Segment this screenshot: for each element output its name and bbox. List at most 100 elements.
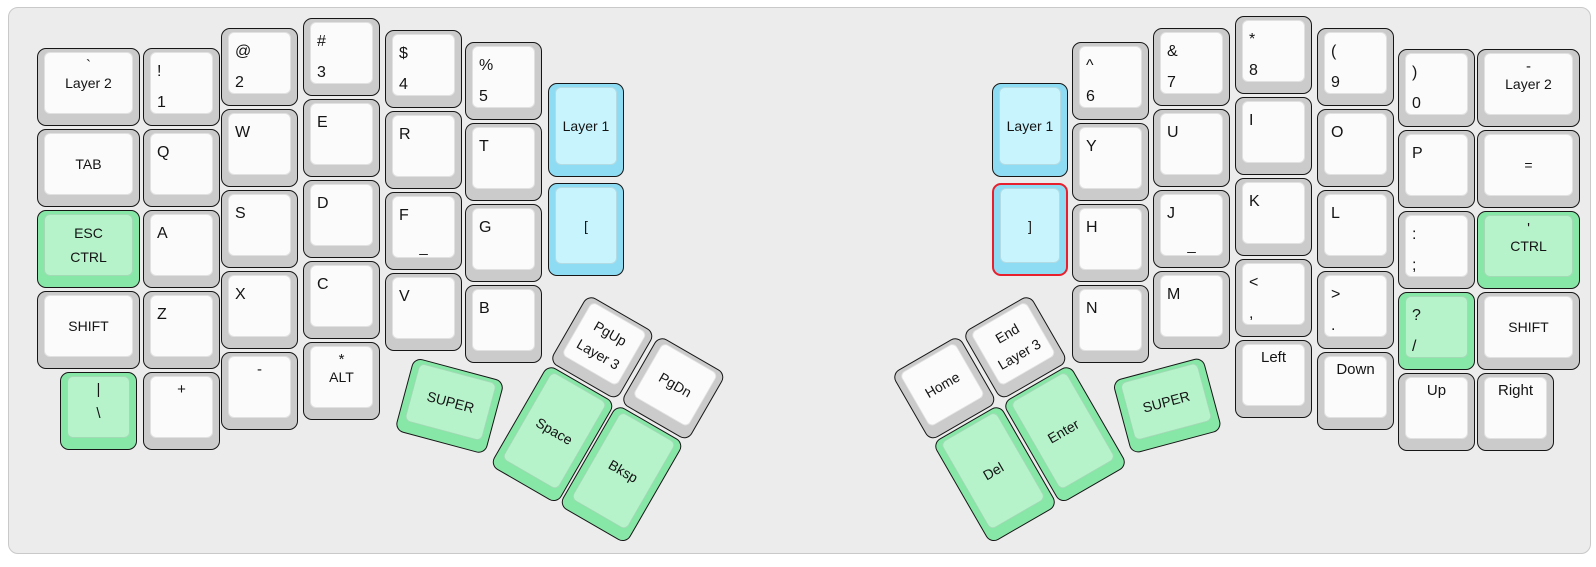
key-label-block: C: [317, 269, 329, 300]
key-j[interactable]: J_: [1153, 190, 1230, 268]
key-label: %: [479, 57, 494, 74]
key-d[interactable]: D: [303, 180, 380, 258]
keycap-top: [392, 115, 455, 177]
keycap-top: [310, 346, 373, 408]
key-caret-6[interactable]: ^6: [1072, 42, 1149, 120]
key-n[interactable]: N: [1072, 285, 1149, 363]
key-amp-7[interactable]: &7: [1153, 28, 1230, 106]
key-grave-layer2[interactable]: `Layer 2: [37, 48, 140, 126]
key-label-block: M: [1167, 279, 1180, 310]
keycap-top: [999, 87, 1061, 165]
key-label: Bksp: [606, 455, 642, 486]
key-f[interactable]: F_: [385, 192, 462, 270]
key-label: _: [419, 239, 428, 256]
key-b[interactable]: B: [465, 285, 542, 363]
key-i[interactable]: I: [1235, 97, 1312, 175]
keycap-top: [228, 275, 291, 337]
key-o[interactable]: O: [1317, 109, 1394, 187]
key-pipe-backslash[interactable]: |\: [60, 372, 137, 450]
key-label: Left: [1260, 349, 1287, 366]
key-label: 9: [1331, 74, 1340, 91]
key-ast-alt[interactable]: *ALT: [303, 342, 380, 420]
key-label-block: X: [235, 279, 246, 310]
key-h[interactable]: H: [1072, 204, 1149, 282]
key-dollar-4[interactable]: $4: [385, 30, 462, 108]
key-colon-semicolon[interactable]: :;: [1398, 211, 1475, 289]
key-label: Q: [157, 144, 170, 161]
key-tab[interactable]: TAB: [37, 129, 140, 207]
key-v[interactable]: V: [385, 273, 462, 351]
key-layer1-right[interactable]: Layer 1: [992, 83, 1068, 177]
key-paren-0[interactable]: )0: [1398, 49, 1475, 127]
key-u[interactable]: U: [1153, 109, 1230, 187]
keycap-top: [1484, 215, 1573, 277]
key-label-block: P: [1412, 138, 1423, 169]
key-hash-3[interactable]: #3: [303, 18, 380, 96]
keycap-top: [1405, 215, 1468, 277]
key-z[interactable]: Z: [143, 291, 220, 369]
key-c[interactable]: C: [303, 261, 380, 339]
key-shift-left[interactable]: SHIFT: [37, 291, 140, 369]
key-x[interactable]: X: [221, 271, 298, 349]
key-label: 3: [317, 64, 326, 81]
key-g[interactable]: G: [465, 204, 542, 282]
key-label: ^: [1086, 57, 1094, 74]
key-s[interactable]: S: [221, 190, 298, 268]
key-label-block: ': [1478, 217, 1579, 241]
key-percent-5[interactable]: %5: [465, 42, 542, 120]
key-label-block: !1: [157, 56, 166, 118]
key-r[interactable]: R: [385, 111, 462, 189]
key-t[interactable]: T: [465, 123, 542, 201]
key-label-block: ]: [1000, 188, 1060, 263]
key-label-block: S: [235, 198, 246, 229]
key-rbracket[interactable]: ]: [992, 183, 1068, 276]
key-plus[interactable]: +: [143, 372, 220, 450]
key-shift-right[interactable]: SHIFT: [1477, 292, 1580, 370]
key-minus[interactable]: -: [221, 352, 298, 430]
key-ast-8[interactable]: *8: [1235, 16, 1312, 94]
key-label: [: [584, 217, 588, 234]
key-at-2[interactable]: @2: [221, 28, 298, 106]
key-question-slash[interactable]: ?/: [1398, 292, 1475, 370]
key-l[interactable]: L: [1317, 190, 1394, 268]
key-quote-ctrl[interactable]: 'CTRL: [1477, 211, 1580, 289]
key-label: A: [157, 225, 168, 242]
key-minus-layer2[interactable]: -Layer 2: [1477, 49, 1580, 127]
key-arrow-right[interactable]: Right: [1477, 373, 1554, 451]
key-arrow-left[interactable]: Left: [1235, 340, 1312, 418]
key-e[interactable]: E: [303, 99, 380, 177]
key-layer1-left[interactable]: Layer 1: [548, 83, 624, 177]
key-label-block: N: [1086, 293, 1098, 324]
key-arrow-down[interactable]: Down: [1317, 352, 1394, 430]
key-label: ALT: [329, 369, 354, 385]
key-m[interactable]: M: [1153, 271, 1230, 349]
keycap-top: [1160, 32, 1223, 94]
key-lt-comma[interactable]: <,: [1235, 259, 1312, 337]
keycap-top: [310, 103, 373, 165]
key-exclam-1[interactable]: !1: [143, 48, 220, 126]
key-arrow-up[interactable]: Up: [1398, 373, 1475, 451]
key-y[interactable]: Y: [1072, 123, 1149, 201]
keycap-top: [555, 87, 617, 165]
key-label-block: <,: [1249, 267, 1258, 329]
key-w[interactable]: W: [221, 109, 298, 187]
key-lbracket[interactable]: [: [548, 183, 624, 276]
key-label: #: [317, 33, 326, 50]
key-label: *: [1249, 31, 1256, 48]
keycap-top: [1242, 20, 1305, 82]
key-label: 2: [235, 74, 244, 91]
key-label: Layer 1: [1006, 118, 1054, 134]
key-paren-9[interactable]: (9: [1317, 28, 1394, 106]
key-label: SHIFT: [68, 318, 109, 334]
key-q[interactable]: Q: [143, 129, 220, 207]
key-k[interactable]: K: [1235, 178, 1312, 256]
key-gt-period[interactable]: >.: [1317, 271, 1394, 349]
key-equals[interactable]: =: [1477, 130, 1580, 208]
key-label: ): [1412, 64, 1418, 81]
key-p[interactable]: P: [1398, 130, 1475, 208]
key-a[interactable]: A: [143, 210, 220, 288]
key-label-block: &7: [1167, 36, 1178, 98]
key-label: Up: [1426, 382, 1447, 399]
key-label: \: [96, 405, 101, 422]
